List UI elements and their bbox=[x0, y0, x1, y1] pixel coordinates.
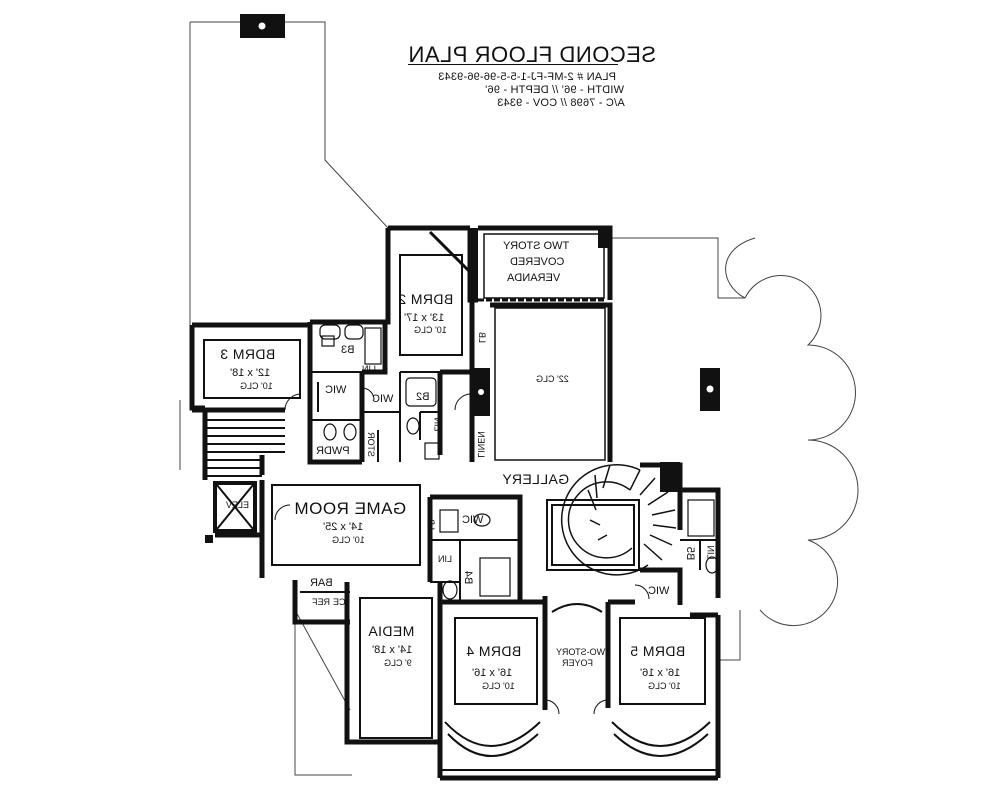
b3-label: B3 bbox=[341, 344, 355, 356]
wic-b2-label: WIC bbox=[372, 393, 394, 405]
lin-b2-label: LIN bbox=[432, 417, 443, 432]
foyer-line1: TWO-STORY bbox=[556, 647, 611, 657]
b2-label: B2 bbox=[416, 391, 430, 403]
bdrm2-dim: 13' x 17' bbox=[404, 312, 445, 324]
open22-clg: 22' CLG bbox=[536, 374, 569, 384]
ice-label: ICE bbox=[333, 597, 349, 607]
lin-b4-label: LIN bbox=[438, 554, 453, 564]
ref-label: REF bbox=[312, 597, 330, 607]
pwdr-label: PWDR bbox=[316, 445, 350, 457]
game-room-dim: 14' x 25' bbox=[323, 521, 364, 533]
lin-b5-label: LIN bbox=[705, 545, 716, 560]
bath-fixtures bbox=[319, 324, 719, 600]
bdrm5-name: BDRM 5 bbox=[630, 643, 686, 659]
lin-b3-label: LIN bbox=[362, 364, 377, 374]
media-dim: 14' x 18' bbox=[372, 644, 413, 656]
lb2-label: LB bbox=[426, 518, 437, 531]
elev-label: ELEV bbox=[226, 500, 250, 510]
bdrm2-clg: 10' CLG bbox=[414, 325, 447, 335]
lb-label: LB bbox=[477, 331, 488, 344]
veranda-line2: COVERED bbox=[510, 256, 565, 268]
plan-width-depth: WIDTH - 96' // DEPTH - 96' bbox=[485, 84, 624, 96]
b5-label: B5 bbox=[684, 546, 697, 561]
gallery-label: GALLERY bbox=[502, 471, 570, 487]
bdrm3-name: BDRM 3 bbox=[220, 346, 276, 362]
partitions bbox=[203, 233, 718, 771]
bar-label: BAR bbox=[310, 577, 333, 589]
bdrm4-clg: 10' CLG bbox=[482, 681, 515, 691]
plan-title: SECOND FLOOR PLAN bbox=[408, 42, 657, 67]
door-swings bbox=[274, 387, 650, 715]
plan-number: PLAN # 2-MF-FJ-1-5-5-96-96-9343 bbox=[438, 71, 616, 83]
wic-b4-label: WIC bbox=[462, 514, 484, 526]
plan-area: A/C - 7698 // COV - 9343 bbox=[497, 97, 625, 109]
stor-label: STOR bbox=[365, 432, 376, 457]
wic-b3-label: WIC bbox=[325, 384, 347, 396]
title-underline bbox=[408, 64, 618, 65]
bdrm4-dim: 16' x 16' bbox=[472, 667, 513, 679]
bdrm3-clg: 10' CLG bbox=[240, 381, 273, 391]
bdrm3-dim: 12' x 18' bbox=[230, 367, 271, 379]
foyer-line2: FOYER bbox=[562, 658, 594, 668]
veranda-line1: TWO STORY bbox=[503, 240, 570, 252]
media-clg: 9' CLG bbox=[384, 658, 412, 668]
media-name: MEDIA bbox=[368, 623, 415, 639]
linen-label: LINEN bbox=[475, 431, 486, 458]
bdrm5-dim: 16' x 16' bbox=[640, 667, 681, 679]
spiral-stair bbox=[560, 464, 677, 576]
b4-label: B4 bbox=[462, 570, 475, 585]
bdrm4-name: BDRM 4 bbox=[466, 643, 522, 659]
game-room-name: GAME ROOM bbox=[294, 499, 407, 518]
game-room-clg: 10' CLG bbox=[332, 535, 365, 545]
fixture-dots bbox=[258, 22, 714, 395]
bdrm2-name: BDRM 2 bbox=[398, 291, 454, 307]
wic-b5-label: WIC bbox=[648, 585, 670, 597]
veranda-line3: VERANDA bbox=[507, 272, 561, 284]
bdrm5-clg: 10' CLG bbox=[648, 681, 681, 691]
